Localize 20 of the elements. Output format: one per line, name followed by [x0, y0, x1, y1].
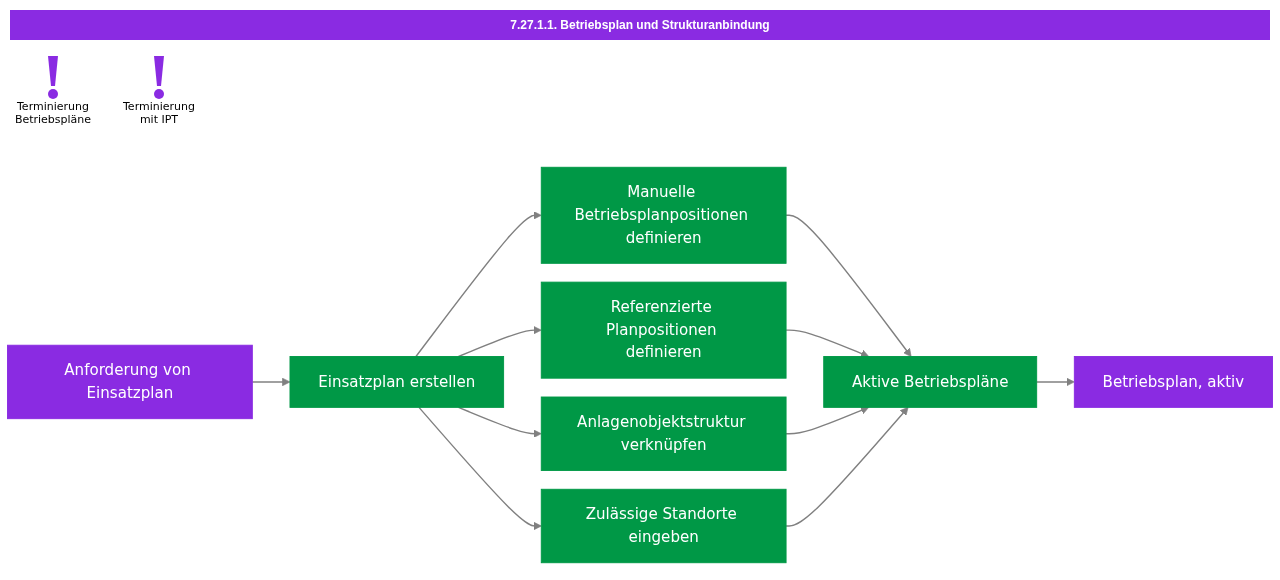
- arrow: [1035, 377, 1075, 387]
- node-box: Manuelle Betriebsplanpositionen definieren: [540, 166, 787, 264]
- node-box: Referenzierte Planpositionen definieren: [540, 281, 787, 379]
- node-box: Anlagenobjektstruktur verknüpfen: [540, 396, 787, 471]
- title-bar: 7.27.1.1. Betriebsplan und Strukturanbindung: [10, 10, 1270, 40]
- node-box: Anforderung von Einsatzplan: [7, 344, 253, 420]
- node-box: Aktive Betriebspläne: [823, 356, 1038, 408]
- note-label: Terminierung mit IPT: [122, 100, 196, 126]
- node-box: Einsatzplan erstellen: [289, 356, 505, 408]
- note-label: Terminierung Betriebspläne: [13, 100, 93, 126]
- arrow: [785, 214, 912, 357]
- arrow: [251, 377, 291, 387]
- arrow: [457, 326, 542, 358]
- arrow: [785, 406, 870, 435]
- node-box: Zulässige Standorte eingeben: [540, 488, 787, 564]
- arrow: [785, 329, 870, 358]
- arrow: [415, 211, 542, 358]
- node-box: Betriebsplan, aktiv: [1073, 356, 1273, 408]
- arrow: [785, 407, 909, 527]
- arrow: [418, 406, 542, 531]
